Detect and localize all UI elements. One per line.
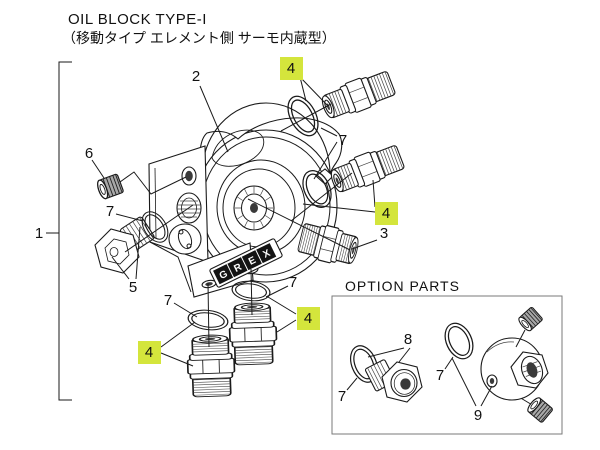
- callout-7-drain: 7: [106, 203, 114, 220]
- logo-letter-x: X: [261, 248, 272, 261]
- callout-7-right: 7: [339, 132, 347, 149]
- callout-4-bottom-right: 4: [304, 310, 312, 327]
- callout-4-bottom-left-highlight: [138, 341, 161, 364]
- callout-4-mid: 4: [382, 205, 390, 222]
- option-parts-box: [331, 295, 563, 435]
- callout-4-mid-highlight: [375, 202, 398, 225]
- callout-9: 9: [474, 407, 482, 424]
- callout-6: 6: [85, 145, 93, 162]
- option-leader-lines: [346, 347, 493, 407]
- assembly-axis-lines: [119, 103, 353, 348]
- option-plug-drawing: [364, 359, 423, 403]
- option-parts-section: OPTION PARTS: [331, 278, 563, 435]
- callout-leader-lines: [46, 76, 378, 367]
- union-fitting-bottom-left-drawing: [185, 333, 237, 398]
- callout-7-bottom-right: 7: [289, 274, 297, 291]
- callout-5: 5: [129, 279, 137, 296]
- page-subtitle: （移動タイプ エレメント側 サーモ内蔵型）: [62, 30, 336, 46]
- grex-logo: G R E X: [209, 238, 283, 288]
- logo-letter-e: E: [247, 255, 258, 268]
- callout-8: 8: [404, 331, 412, 348]
- option-parts-title: OPTION PARTS: [345, 278, 460, 294]
- assembly-bracket: [46, 61, 72, 401]
- o-ring-option-right-drawing: [439, 318, 479, 364]
- page-title: OIL BLOCK TYPE-I: [68, 11, 207, 28]
- callout-7-bottom-left: 7: [164, 292, 172, 309]
- callout-7-option-right: 7: [436, 367, 444, 384]
- option-adapter-drawing: [480, 306, 554, 424]
- set-plug-drawing: [94, 173, 125, 201]
- callout-4-bottom-right-highlight: [297, 307, 320, 330]
- callout-1: 1: [35, 225, 43, 242]
- callout-7-option-left: 7: [338, 388, 346, 405]
- callout-3: 3: [380, 225, 388, 242]
- callouts: 1 2 3 4 4 4 4 5 6 7 7 7 7: [35, 57, 398, 364]
- adapter-plug-bottom-drawing: [525, 395, 554, 424]
- union-fitting-bottom-right-drawing: [227, 301, 279, 366]
- callout-4-bottom-left: 4: [145, 344, 153, 361]
- union-fitting-top-drawing: [317, 67, 398, 124]
- drain-plug-drawing: [94, 216, 155, 274]
- adapter-plug-top-drawing: [516, 306, 544, 334]
- callout-2: 2: [192, 68, 200, 85]
- callout-4-top-highlight: [280, 57, 303, 80]
- callout-4-top: 4: [287, 60, 295, 77]
